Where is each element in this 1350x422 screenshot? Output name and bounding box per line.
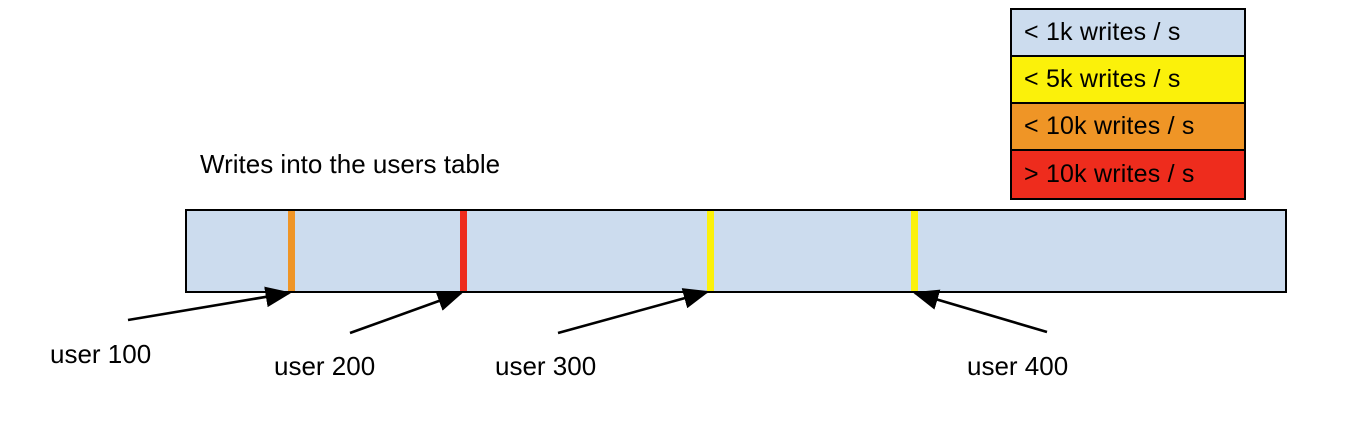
legend-item-lt-1k: < 1k writes / s [1012,10,1244,57]
legend-item-label: < 10k writes / s [1024,112,1195,140]
hot-row-marker-user-200 [460,211,467,291]
label-user-300: user 300 [495,351,597,381]
hot-row-marker-user-300 [707,211,714,291]
label-user-400: user 400 [967,351,1069,381]
hot-row-marker-user-400 [911,211,918,291]
write-rate-legend: < 1k writes / s < 5k writes / s < 10k wr… [1010,8,1246,200]
arrow-user-300 [557,288,710,335]
arrow-user-200 [349,291,464,335]
legend-item-label: < 5k writes / s [1024,65,1181,93]
arrow-user-400 [912,289,1048,334]
legend-item-gt-10k: > 10k writes / s [1012,151,1244,198]
label-user-100: user 100 [50,339,152,369]
label-user-200: user 200 [274,351,376,381]
legend-item-label: > 10k writes / s [1024,160,1195,188]
hot-row-marker-user-100 [288,211,295,291]
legend-item-lt-10k: < 10k writes / s [1012,104,1244,151]
users-table-keyspace-bar [185,209,1287,293]
chart-title: Writes into the users table [200,149,501,179]
legend-item-lt-5k: < 5k writes / s [1012,57,1244,104]
arrow-user-100 [127,286,292,322]
legend-item-label: < 1k writes / s [1024,18,1181,46]
